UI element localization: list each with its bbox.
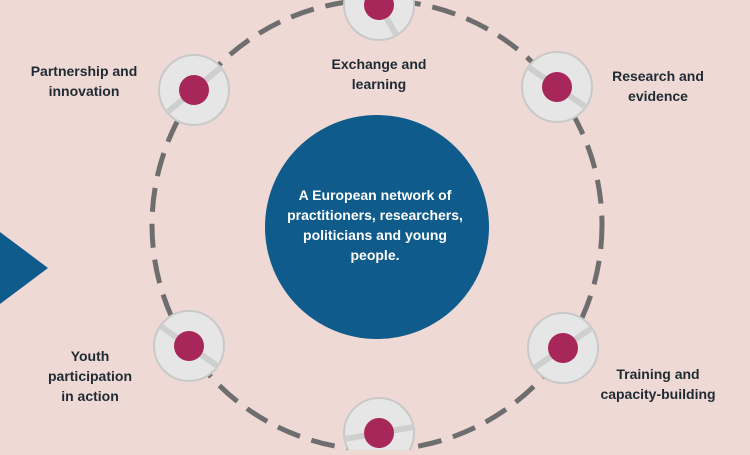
label-research: Research and evidence	[612, 68, 704, 104]
node-youth	[153, 310, 225, 382]
label-exchange: Exchange and learning	[331, 56, 427, 92]
left-arrow	[0, 232, 48, 304]
label-youth: Youth participation in action	[47, 348, 132, 404]
center-text: A European network of practitioners, res…	[287, 187, 463, 263]
node-research	[521, 51, 593, 123]
center-circle	[265, 115, 489, 339]
node-exchange	[343, 0, 415, 41]
dashed-ring	[149, 0, 605, 453]
node-partnership	[158, 54, 230, 126]
node-bottom	[343, 397, 415, 455]
label-training: Training and capacity-building	[600, 366, 716, 402]
label-partnership: Partnership and innovation	[30, 63, 138, 99]
node-training	[527, 312, 599, 384]
